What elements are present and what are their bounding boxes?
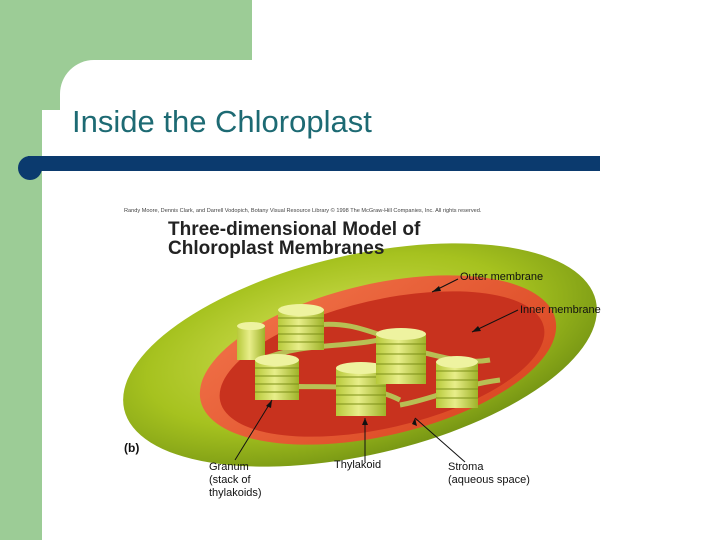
label-stroma-line-2: (aqueous space) (448, 474, 530, 486)
granum-stack-3 (255, 354, 299, 400)
figure-title-line-2: Chloroplast Membranes (168, 238, 385, 259)
label-stroma: Stroma (aqueous space) (448, 461, 530, 487)
label-thylakoid: Thylakoid (334, 459, 382, 471)
figure-title: Three-dimensional Model of Chloroplast M… (168, 220, 420, 258)
granum-stack-2 (237, 322, 265, 360)
label-granum-line-3: thylakoids) (209, 487, 262, 499)
label-granum-line-1: Granum (209, 461, 249, 473)
figure-credit: Randy Moore, Dennis Clark, and Darrell V… (124, 208, 482, 214)
granum-stack-1 (278, 304, 324, 350)
title-rule (18, 156, 600, 180)
panel-label: (b) (124, 441, 140, 455)
label-granum: Granum (stack of thylakoids) (209, 461, 262, 500)
granum-stack-6 (436, 356, 478, 408)
chloroplast-diagram: Randy Moore, Dennis Clark, and Darrell V… (110, 200, 640, 510)
label-granum-line-2: (stack of (209, 474, 251, 486)
chloroplast-illustration (123, 243, 597, 467)
label-stroma-line-1: Stroma (448, 461, 484, 473)
slide-title: Inside the Chloroplast (72, 104, 372, 139)
label-inner-membrane: Inner membrane (520, 304, 601, 316)
label-outer-membrane: Outer membrane (460, 271, 544, 283)
figure-title-line-1: Three-dimensional Model of (168, 219, 421, 240)
granum-stack-5 (376, 328, 426, 384)
